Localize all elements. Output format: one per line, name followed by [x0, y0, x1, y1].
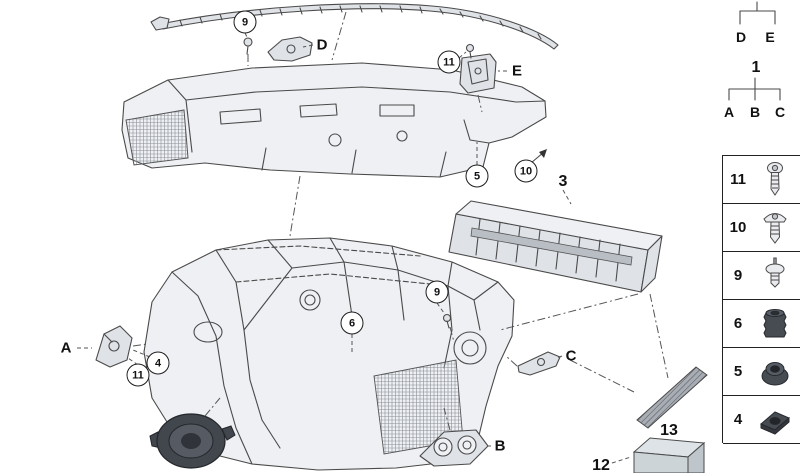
fasteners-table: 11 10 9 [722, 155, 800, 444]
legend-letter-A: A [723, 104, 735, 120]
part-number: 9 [733, 267, 743, 284]
table-row: 6 [723, 300, 800, 348]
legend-letter-D: D [735, 29, 747, 45]
callout-5: 5 [465, 164, 489, 188]
table-row: 4 [723, 396, 800, 444]
label-E: E [511, 62, 523, 80]
part-number: 10 [729, 219, 747, 236]
part-number: 5 [733, 363, 743, 380]
legend-letter-E: E [765, 29, 775, 45]
part-number: 4 [733, 411, 743, 428]
legend-group-number: 1 [751, 59, 761, 76]
table-row: 5 [723, 348, 800, 396]
callout-9-top: 9 [233, 10, 257, 34]
callout-10: 10 [514, 159, 538, 183]
part-number: 11 [730, 171, 746, 188]
callout-11-upper: 11 [437, 50, 461, 74]
label-D: D [316, 36, 328, 54]
callout-4: 4 [146, 351, 170, 375]
callout-9-lower: 9 [425, 280, 449, 304]
rivet-icon [750, 256, 800, 296]
label-13: 13 [660, 422, 678, 439]
table-row: 10 [723, 204, 800, 252]
label-3: 3 [558, 173, 568, 190]
pan-screw-icon [750, 208, 800, 248]
torx-screw-icon [750, 160, 800, 200]
table-row: 11 [723, 156, 800, 204]
legend-letter-C: C [774, 104, 786, 120]
label-B: B [494, 437, 506, 455]
callout-6: 6 [340, 311, 364, 335]
speed-nut-icon [750, 403, 800, 437]
flange-nut-icon [750, 355, 800, 389]
callout-11-lower: 11 [126, 363, 150, 387]
grommet-icon [750, 306, 800, 342]
label-A: A [60, 339, 72, 357]
part-number: 6 [733, 315, 743, 332]
label-C: C [565, 347, 577, 365]
legend-letter-B: B [749, 104, 761, 120]
label-12: 12 [592, 457, 610, 473]
table-row: 9 [723, 252, 800, 300]
